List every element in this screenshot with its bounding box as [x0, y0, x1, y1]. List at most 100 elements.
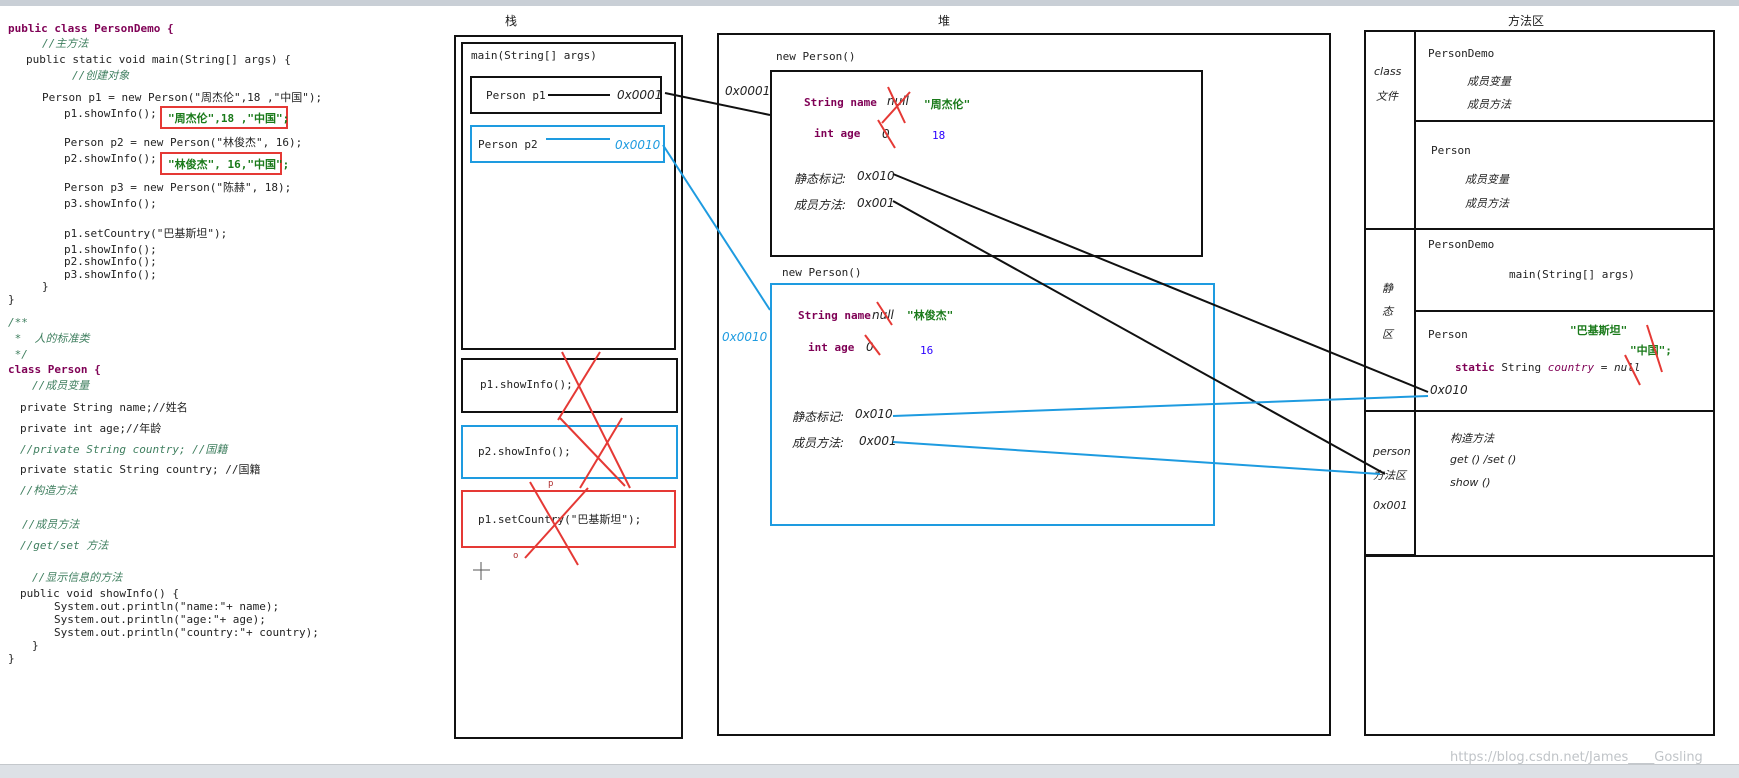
frame-cross-1b	[557, 351, 601, 421]
obj1-null-strike-2	[881, 91, 911, 124]
code-comment: //成员变量	[32, 379, 90, 392]
class-persondemo-vars: 成员变量	[1467, 75, 1511, 88]
divider-static-rows	[1416, 310, 1715, 312]
obj1-method-address: 0x001	[857, 196, 895, 210]
obj2-method-flag: 成员方法:	[792, 436, 845, 450]
code-comment: * 人的标准类	[8, 332, 90, 345]
stack-title: 栈	[505, 14, 518, 28]
obj2-name-value: "林俊杰"	[907, 309, 954, 322]
obj1-age-value: 18	[932, 129, 946, 142]
code-line: p3.showInfo();	[64, 197, 157, 210]
class-persondemo-methods: 成员方法	[1467, 98, 1511, 111]
code-comment: //构造方法	[20, 484, 78, 497]
frame-cross-2a	[559, 417, 626, 487]
main-frame: main(String[] args)	[461, 42, 676, 350]
obj2-age-field: int age	[808, 341, 855, 354]
frame-p1-showinfo-label: p1.showInfo();	[480, 378, 573, 391]
code-comment: //主方法	[42, 37, 89, 50]
p1-to-obj1-line	[664, 92, 771, 116]
code-line: public class PersonDemo {	[8, 22, 174, 35]
code-comment: */	[8, 348, 28, 361]
frame-cross-2b	[579, 417, 623, 489]
code-comment: //显示信息的方法	[32, 571, 123, 584]
output-box-1: "周杰伦",18 ,"中国";	[160, 106, 290, 129]
obj2-null-strike	[876, 301, 893, 326]
static-person-name: Person	[1428, 328, 1468, 341]
output-box-2: "林俊杰", 16,"中国";	[160, 152, 289, 175]
output-text-1: "周杰伦",18 ,"中国";	[168, 112, 290, 125]
static-persondemo-name: PersonDemo	[1428, 238, 1495, 251]
output-text-2: "林俊杰", 16,"中国";	[168, 158, 290, 171]
divider-class-static	[1364, 228, 1715, 230]
small-p-mark: p	[548, 479, 554, 489]
code-line: class Person {	[8, 363, 101, 376]
code-line: System.out.println("age:"+ age);	[54, 613, 266, 626]
code-line: p1.setCountry("巴基斯坦");	[64, 227, 228, 240]
frame-cross-3b	[524, 487, 589, 559]
heap-area	[717, 33, 1331, 736]
static-area-label-3: 区	[1382, 328, 1393, 341]
code-line: System.out.println("country:"+ country);	[54, 626, 319, 639]
obj1-name-field: String name	[804, 96, 877, 109]
static-area-label-2: 态	[1382, 305, 1393, 318]
code-line: p3.showInfo();	[64, 268, 157, 281]
code-comment: //创建对象	[72, 69, 130, 82]
obj1-static-flag: 静态标记:	[794, 172, 847, 186]
method-show: show ()	[1450, 476, 1491, 489]
obj2-address: 0x0010	[722, 330, 768, 344]
class-file-label-2: 文件	[1376, 90, 1398, 103]
obj1-zero-strike	[877, 119, 896, 149]
obj1-name-value: "周杰伦"	[924, 98, 971, 111]
code-comment: //get/set 方法	[20, 539, 109, 552]
class-person-vars: 成员变量	[1465, 173, 1509, 186]
frame-p1-showinfo: p1.showInfo();	[461, 358, 678, 413]
obj2-name-field: String name	[798, 309, 871, 322]
code-line: p1.showInfo();	[64, 107, 157, 120]
class-persondemo-name: PersonDemo	[1428, 47, 1495, 60]
watermark: https://blog.csdn.net/James____Gosling	[1450, 750, 1703, 765]
code-line: System.out.println("name:"+ name);	[54, 600, 280, 613]
p1-address: 0x0001	[617, 88, 663, 102]
obj2-static-flag: 静态标记:	[792, 410, 845, 424]
code-comment: /**	[8, 316, 28, 329]
code-line: p1.showInfo();	[64, 243, 157, 256]
code-line: public void showInfo() {	[20, 587, 179, 600]
code-line: }	[42, 280, 49, 293]
main-frame-label: main(String[] args)	[471, 49, 597, 62]
obj2-method-link	[892, 441, 1381, 475]
static-area-address: 0x010	[1430, 383, 1468, 397]
class-person-methods: 成员方法	[1465, 197, 1509, 210]
p2-var-box: Person p2 0x0010	[470, 125, 665, 163]
code-line: private String name;//姓名	[20, 401, 188, 414]
obj2-age-value: 16	[920, 344, 934, 357]
frame-cross-1a	[561, 351, 631, 489]
class-person-name: Person	[1431, 144, 1471, 157]
method-constructor: 构造方法	[1450, 432, 1494, 445]
code-line: private static String country; //国籍	[20, 463, 261, 476]
p1-label: Person p1	[486, 89, 546, 102]
obj2-zero-strike	[864, 334, 881, 356]
obj1-static-link	[892, 173, 1429, 393]
bottom-scrollbar[interactable]	[0, 764, 1739, 778]
top-bar	[0, 0, 1739, 6]
p2-to-obj2-line	[662, 144, 771, 311]
code-line: Person p3 = new Person("陈赫", 18);	[64, 181, 292, 194]
stack-area	[454, 35, 683, 739]
code-line: p2.showInfo();	[64, 255, 157, 268]
static-area-label-1: 静	[1382, 282, 1393, 295]
code-line: p2.showInfo();	[64, 152, 157, 165]
static-country-decl: static String country = null	[1455, 361, 1641, 374]
obj1-static-address: 0x010	[857, 169, 895, 183]
code-comment: //成员方法	[22, 518, 80, 531]
divider-person-bottom	[1364, 555, 1715, 557]
country-old-strike	[1646, 324, 1663, 373]
obj1-age-field: int age	[814, 127, 861, 140]
static-persondemo-main: main(String[] args)	[1509, 268, 1635, 281]
frame-p2-showinfo: p2.showInfo();	[461, 425, 678, 479]
small-o-mark: o	[513, 551, 519, 561]
obj2-method-address: 0x001	[859, 434, 897, 448]
code-line: }	[32, 639, 39, 652]
divider-class-rows	[1416, 120, 1715, 122]
code-line: }	[8, 293, 15, 306]
